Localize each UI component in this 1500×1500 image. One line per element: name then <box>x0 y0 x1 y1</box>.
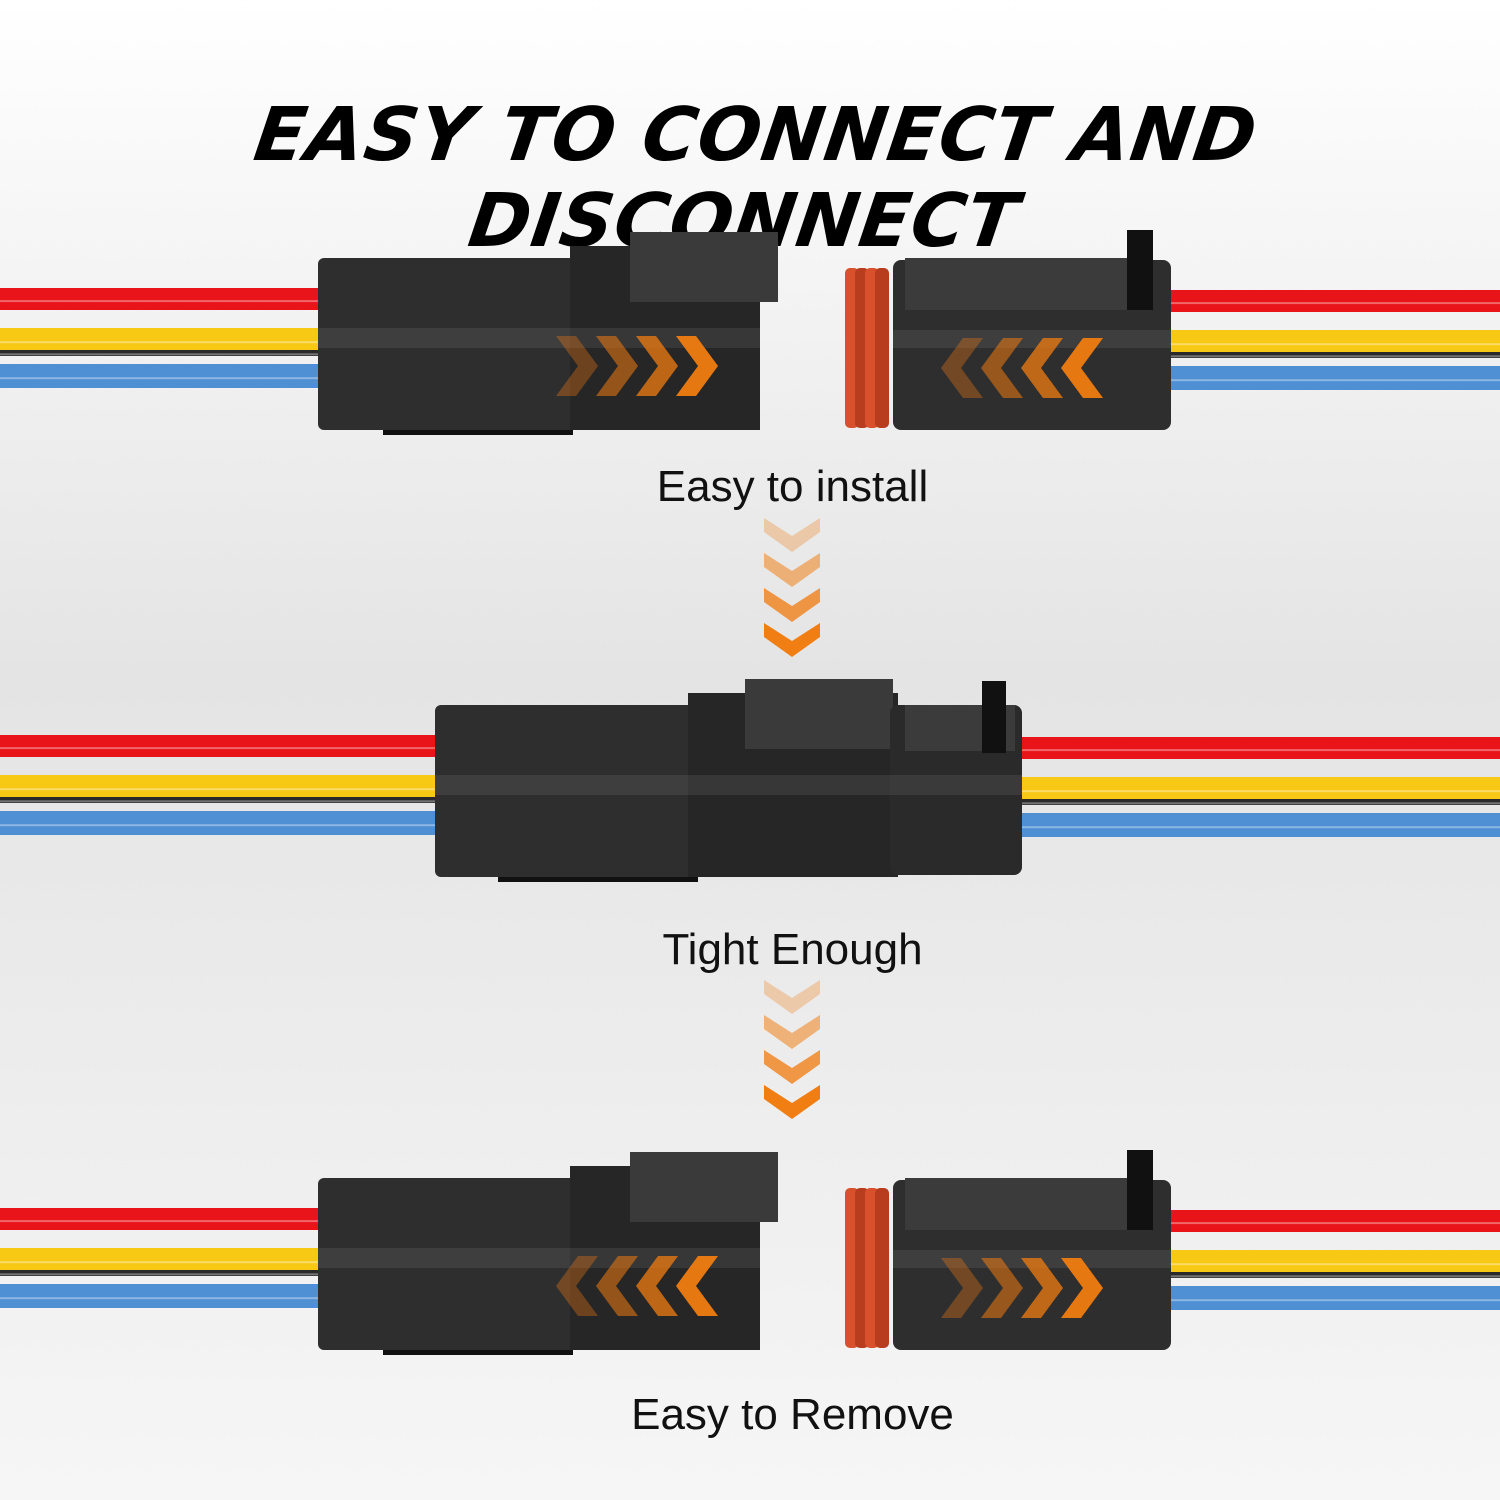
right-wire-red <box>1160 290 1500 312</box>
caption-easy-to-remove: Easy to Remove <box>631 1390 954 1439</box>
left-wire-blue <box>0 811 450 835</box>
down-arrow-icon <box>764 1085 820 1119</box>
male-connector-arrow-icon <box>676 336 718 396</box>
female-seal-ring <box>875 268 889 428</box>
down-arrows-2 <box>764 980 820 1119</box>
female-connector-arrow-icon <box>941 1258 983 1318</box>
left-wire-yellow <box>0 1248 330 1272</box>
left-wire-red <box>0 288 330 310</box>
left-wire-yellow <box>0 328 330 352</box>
left-wire-highlight <box>0 1220 330 1223</box>
left-wire-highlight <box>0 788 450 791</box>
female-connector-lock <box>1127 1150 1153 1230</box>
right-wire-highlight <box>1160 355 1500 358</box>
right-wire-highlight <box>1010 749 1500 752</box>
caption-tight-enough: Tight Enough <box>662 925 923 974</box>
right-wire-highlight <box>1160 379 1500 382</box>
left-wire-black <box>0 1270 330 1276</box>
left-wire-highlight <box>0 1261 330 1264</box>
right-wire-yellow <box>1160 1250 1500 1274</box>
male-connector-shine <box>318 1248 760 1268</box>
down-arrow-icon <box>764 518 820 552</box>
female-connector-arrow-icon <box>981 338 1023 398</box>
down-arrow-icon <box>764 623 820 657</box>
right-wire-highlight <box>1160 1263 1500 1266</box>
left-wire-highlight <box>0 747 450 750</box>
left-wire-highlight <box>0 377 330 380</box>
step-2-connected-connectors <box>0 679 1500 882</box>
male-connector-arrow-icon <box>676 1256 718 1316</box>
female-connector-latch <box>905 1178 1145 1230</box>
right-wire-blue <box>1160 1286 1500 1310</box>
right-wire-blue <box>1010 813 1500 837</box>
down-arrow-icon <box>764 1015 820 1049</box>
left-wire-highlight <box>0 800 450 803</box>
female-connector-arrow-icon <box>1061 338 1103 398</box>
female-connector-arrow-icon <box>941 338 983 398</box>
right-wire-highlight <box>1160 1275 1500 1278</box>
right-wire-blue <box>1160 366 1500 390</box>
female-seal-ring <box>875 1188 889 1348</box>
female-connector-arrow-icon <box>1061 1258 1103 1318</box>
left-wire-highlight <box>0 341 330 344</box>
left-wire-highlight <box>0 824 450 827</box>
right-wire-highlight <box>1010 802 1500 805</box>
left-wire-highlight <box>0 353 330 356</box>
right-wire-yellow <box>1160 330 1500 354</box>
left-wire-blue <box>0 364 330 388</box>
right-wire-highlight <box>1010 826 1500 829</box>
down-arrows-1 <box>764 518 820 657</box>
female-connector-arrow-icon <box>981 1258 1023 1318</box>
step-3-separated-connectors <box>0 1150 1500 1355</box>
left-wire-highlight <box>0 1297 330 1300</box>
left-wire-blue <box>0 1284 330 1308</box>
left-wire-red <box>0 735 450 757</box>
down-arrow-icon <box>764 588 820 622</box>
down-arrow-icon <box>764 553 820 587</box>
step-1-separated-connectors <box>0 230 1500 435</box>
left-wire-black <box>0 797 450 803</box>
female-connector-shine <box>893 330 1171 348</box>
right-wire-highlight <box>1160 1299 1500 1302</box>
left-wire-highlight <box>0 1273 330 1276</box>
right-wire-yellow <box>1010 777 1500 801</box>
right-wire-black <box>1010 799 1500 805</box>
right-wire-highlight <box>1160 302 1500 305</box>
right-wire-black <box>1160 1272 1500 1278</box>
left-wire-black <box>0 350 330 356</box>
right-wire-red <box>1010 737 1500 759</box>
female-connector-latch <box>905 258 1145 310</box>
left-wire-highlight <box>0 300 330 303</box>
right-wire-red <box>1160 1210 1500 1232</box>
caption-easy-to-install: Easy to install <box>656 462 929 511</box>
right-wire-black <box>1160 352 1500 358</box>
connector-shine <box>435 775 1022 795</box>
left-wire-red <box>0 1208 330 1230</box>
male-connector-arrow-icon <box>636 1256 678 1316</box>
down-arrow-icon <box>764 1050 820 1084</box>
male-connector-lock-tab <box>630 1152 778 1222</box>
male-connector-arrow-icon <box>556 336 598 396</box>
male-connector-body <box>318 258 578 430</box>
male-connector-arrow-icon <box>636 336 678 396</box>
male-connector-lock-tab <box>745 679 893 749</box>
right-wire-highlight <box>1160 343 1500 346</box>
female-connector-lock <box>982 681 1006 753</box>
female-connector-lock <box>1127 230 1153 310</box>
female-connector-arrow-icon <box>1021 338 1063 398</box>
male-connector-arrow-icon <box>596 1256 638 1316</box>
male-connector-body <box>318 1178 578 1350</box>
male-connector-arrow-icon <box>596 336 638 396</box>
female-connector-arrow-icon <box>1021 1258 1063 1318</box>
left-wire-yellow <box>0 775 450 799</box>
male-connector-arrow-icon <box>556 1256 598 1316</box>
right-wire-highlight <box>1160 1222 1500 1225</box>
down-arrow-icon <box>764 980 820 1014</box>
right-wire-highlight <box>1010 790 1500 793</box>
male-connector-body <box>435 705 695 877</box>
male-connector-lock-tab <box>630 232 778 302</box>
